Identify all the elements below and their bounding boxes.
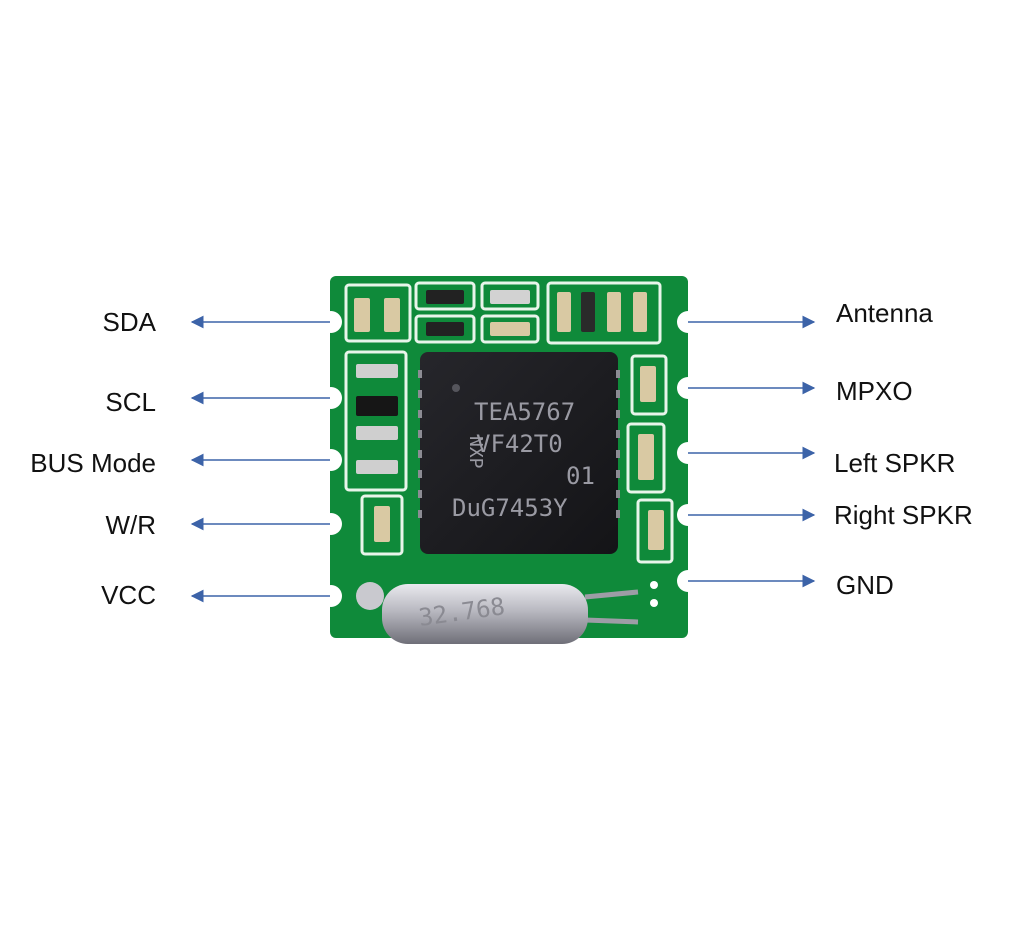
pin-label-sda: SDA [102,307,156,337]
pin-label-scl: SCL [105,387,156,417]
pin-label-vcc: VCC [101,580,156,610]
pin-label-w-r: W/R [105,510,156,540]
tea5767-chip [418,352,620,554]
left-castellations [320,311,342,607]
pin-label-antenna: Antenna [836,298,933,328]
pin-label-bus-mode: BUS Mode [30,448,156,478]
chip-marking: TEA5767 VF42T0 01 DuG7453Y NXP [452,398,595,522]
pin-label-gnd: GND [836,570,894,600]
chip-marking-line-2: VF42T0 [476,430,563,458]
nxp-logo-text: NXP [465,436,486,469]
pin-label-left-spkr: Left SPKR [834,448,956,478]
pcb-board [320,276,699,644]
pin-arrows [190,315,816,603]
chip-marking-line-4: DuG7453Y [452,494,568,522]
pin-label-right-spkr: Right SPKR [834,500,973,530]
crystal-oscillator [356,582,639,644]
smd-components [354,290,664,550]
silkscreen [344,281,674,564]
chip-marking-line-3: 01 [566,462,595,490]
pin-label-mpxo: MPXO [836,376,913,406]
chip-marking-line-1: TEA5767 [474,398,575,426]
